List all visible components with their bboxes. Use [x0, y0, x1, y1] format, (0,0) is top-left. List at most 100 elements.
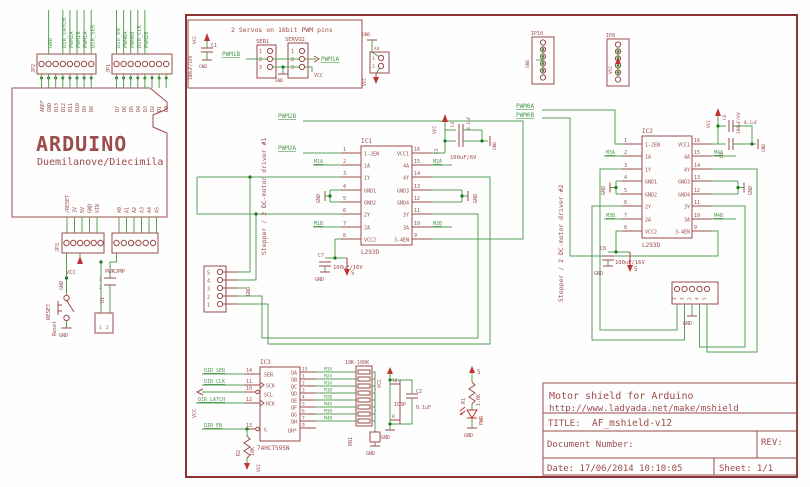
ic2-p6: 2Y [645, 205, 651, 211]
pin-vin: VIN [95, 204, 101, 213]
gnd-c8: GND [594, 271, 603, 277]
gnd-label-arduino: GND [59, 281, 65, 290]
arduino-top-net-labels: GND DIR_LATCH PWM2A PWM1B PWM1A DIR_SER … [48, 18, 150, 48]
ic1-p5n: 5 [343, 196, 346, 202]
pin-a4: A4 [147, 207, 153, 213]
net-label-dir-en: DIR_EN [116, 28, 122, 48]
gnd-ic2-left: GND [601, 186, 607, 195]
dir-ser-label: DIR_SER [204, 368, 226, 374]
plus5-ic1: 5 [351, 270, 355, 277]
arduino-title: ARDUINO [36, 132, 127, 156]
pin-gnd: GND [47, 103, 53, 112]
ic3-qc: QC [291, 385, 297, 391]
titleblock-title: AF_mshield-v12 [592, 418, 672, 429]
ic1-p2: 1A [364, 164, 370, 170]
ic2-p3n: 3 [624, 163, 627, 169]
vcc-label-c1: VCC [192, 36, 198, 44]
servo2-ref: SERVO2 [285, 37, 305, 43]
out-m1b: M1B [324, 388, 332, 394]
ic1-driver: Stepper / 2 DC-motor driver #1 PWM2B PWM… [196, 113, 524, 283]
ic1-p13: GND3 [397, 189, 409, 195]
titleblock-sheet: Sheet: 1/1 [719, 464, 773, 474]
ic1-m2a: M2A [433, 159, 442, 165]
ic3-p3n: 3 [302, 388, 305, 394]
gnd-ic1-left: GND [316, 194, 322, 203]
gnd-c7: GND [315, 277, 324, 283]
ic2-m4b: M4B [714, 213, 723, 219]
ic3-qhs: QH* [288, 429, 297, 435]
pin-a3: A3 [140, 207, 146, 213]
ic1-p3: 1Y [364, 176, 370, 182]
net-label-dir-ser: DIR_SER [91, 24, 97, 48]
ic3-qf: QF [291, 406, 297, 412]
arduino-bottom-pads [63, 239, 157, 247]
c8-ref: C8 [600, 246, 606, 252]
vcc-label-servo: VCC [314, 73, 323, 79]
ic3-p11: SCK [266, 384, 275, 390]
ic2-p4n: 4 [624, 175, 627, 181]
servo-section: 2 Servos on 16bit PWM pins VCC C1 100uF/… [187, 19, 363, 89]
net-label-gnd: GND [48, 38, 54, 48]
ic2-p16n: 16 [694, 138, 700, 144]
vcc-label-x4: VCC [362, 78, 368, 86]
dir-latch-label: DIR_LATCH [198, 397, 225, 403]
pin-d10: D10 [75, 103, 81, 112]
pwrjmp-pin2: 2 [99, 285, 102, 291]
pin-a0: A0 [117, 207, 123, 213]
pwm1a-label: PWM1A [321, 56, 339, 63]
ic1-p12n: 12 [414, 196, 420, 202]
pin-d7: D7 [115, 106, 121, 112]
c1-value: 100uF/16V [188, 55, 194, 80]
pwrjmp-pin1: 1 [99, 277, 102, 283]
reset-label: RESET [46, 303, 52, 320]
ic3-qb: QB [291, 378, 297, 384]
conn1-pin5: 5 [207, 271, 210, 277]
ic1-p2n: 2 [343, 159, 346, 165]
ic1-p7n: 7 [343, 221, 346, 227]
gnd-conn2: GND [683, 321, 692, 327]
x4-pin1: 1 [372, 56, 375, 62]
c3-ref: C3 [434, 148, 440, 154]
ic2-p13n: 13 [694, 175, 700, 181]
ic1-p14n: 14 [414, 171, 420, 177]
servo2-pin1: 1 [291, 49, 294, 55]
ic1-p8: VCC2 [364, 238, 376, 244]
ic1-p10n: 10 [414, 221, 420, 227]
ic3-p7n: 7 [302, 416, 305, 422]
arduino-bottom-wires [66, 217, 157, 233]
titleblock-doc-label: Document Number: [547, 440, 634, 450]
ic3p-pin16: 16 [392, 378, 398, 384]
u1-label: U1 [100, 297, 106, 303]
ic1-p4: GND1 [364, 189, 376, 195]
motor-connector-m3m4: 1 2 3 4 5 GND [591, 168, 758, 353]
conn1-pin3: 3 [207, 287, 210, 293]
ic2-m3a: M3A [606, 150, 615, 156]
rn1-value: 10K-100K [345, 360, 369, 366]
pin-d4: D4 [136, 106, 142, 112]
ic1-part: L293D [361, 249, 379, 256]
vcc-r2: VCC [256, 464, 262, 472]
c7-value: 100uF/16V [333, 265, 363, 271]
ic3-qh: QH [291, 420, 297, 426]
conn2-pin4: 4 [695, 297, 701, 300]
ic2-p15n: 15 [694, 150, 700, 156]
net-label-pwm1b: PWM1B [76, 31, 82, 48]
ic1-p16: VCC1 [397, 152, 409, 158]
servo2-pin2: 2 [291, 57, 294, 63]
reset-power-area: VCC GND PWRJMP 1 2 RESET Reset GND U1 1 … [46, 253, 126, 339]
net-label-pwm1a: PWM1A [83, 31, 89, 48]
titleblock-company: Motor shield for Arduino [549, 391, 694, 402]
ic3p-pin8: 8 [392, 414, 395, 420]
ic1-pwm2b: PWM2B [278, 113, 296, 120]
ic1-p6: 2Y [364, 213, 370, 219]
sheet-frame [185, 14, 798, 478]
net-label-pwm0a: PWM0A [123, 31, 129, 48]
ic1-p5: GND2 [364, 201, 376, 207]
stacking-headers: IP10 GND IP8 VCC [525, 31, 630, 87]
ic1-p10: 3A [403, 226, 409, 232]
ic2-p3: 1Y [645, 168, 651, 174]
vcc-ic3p: VCC [377, 379, 383, 388]
ic3-p9n: 9 [302, 423, 305, 429]
gnd-c5: GND [761, 144, 767, 152]
ic3-p10n: 10 [246, 386, 252, 392]
